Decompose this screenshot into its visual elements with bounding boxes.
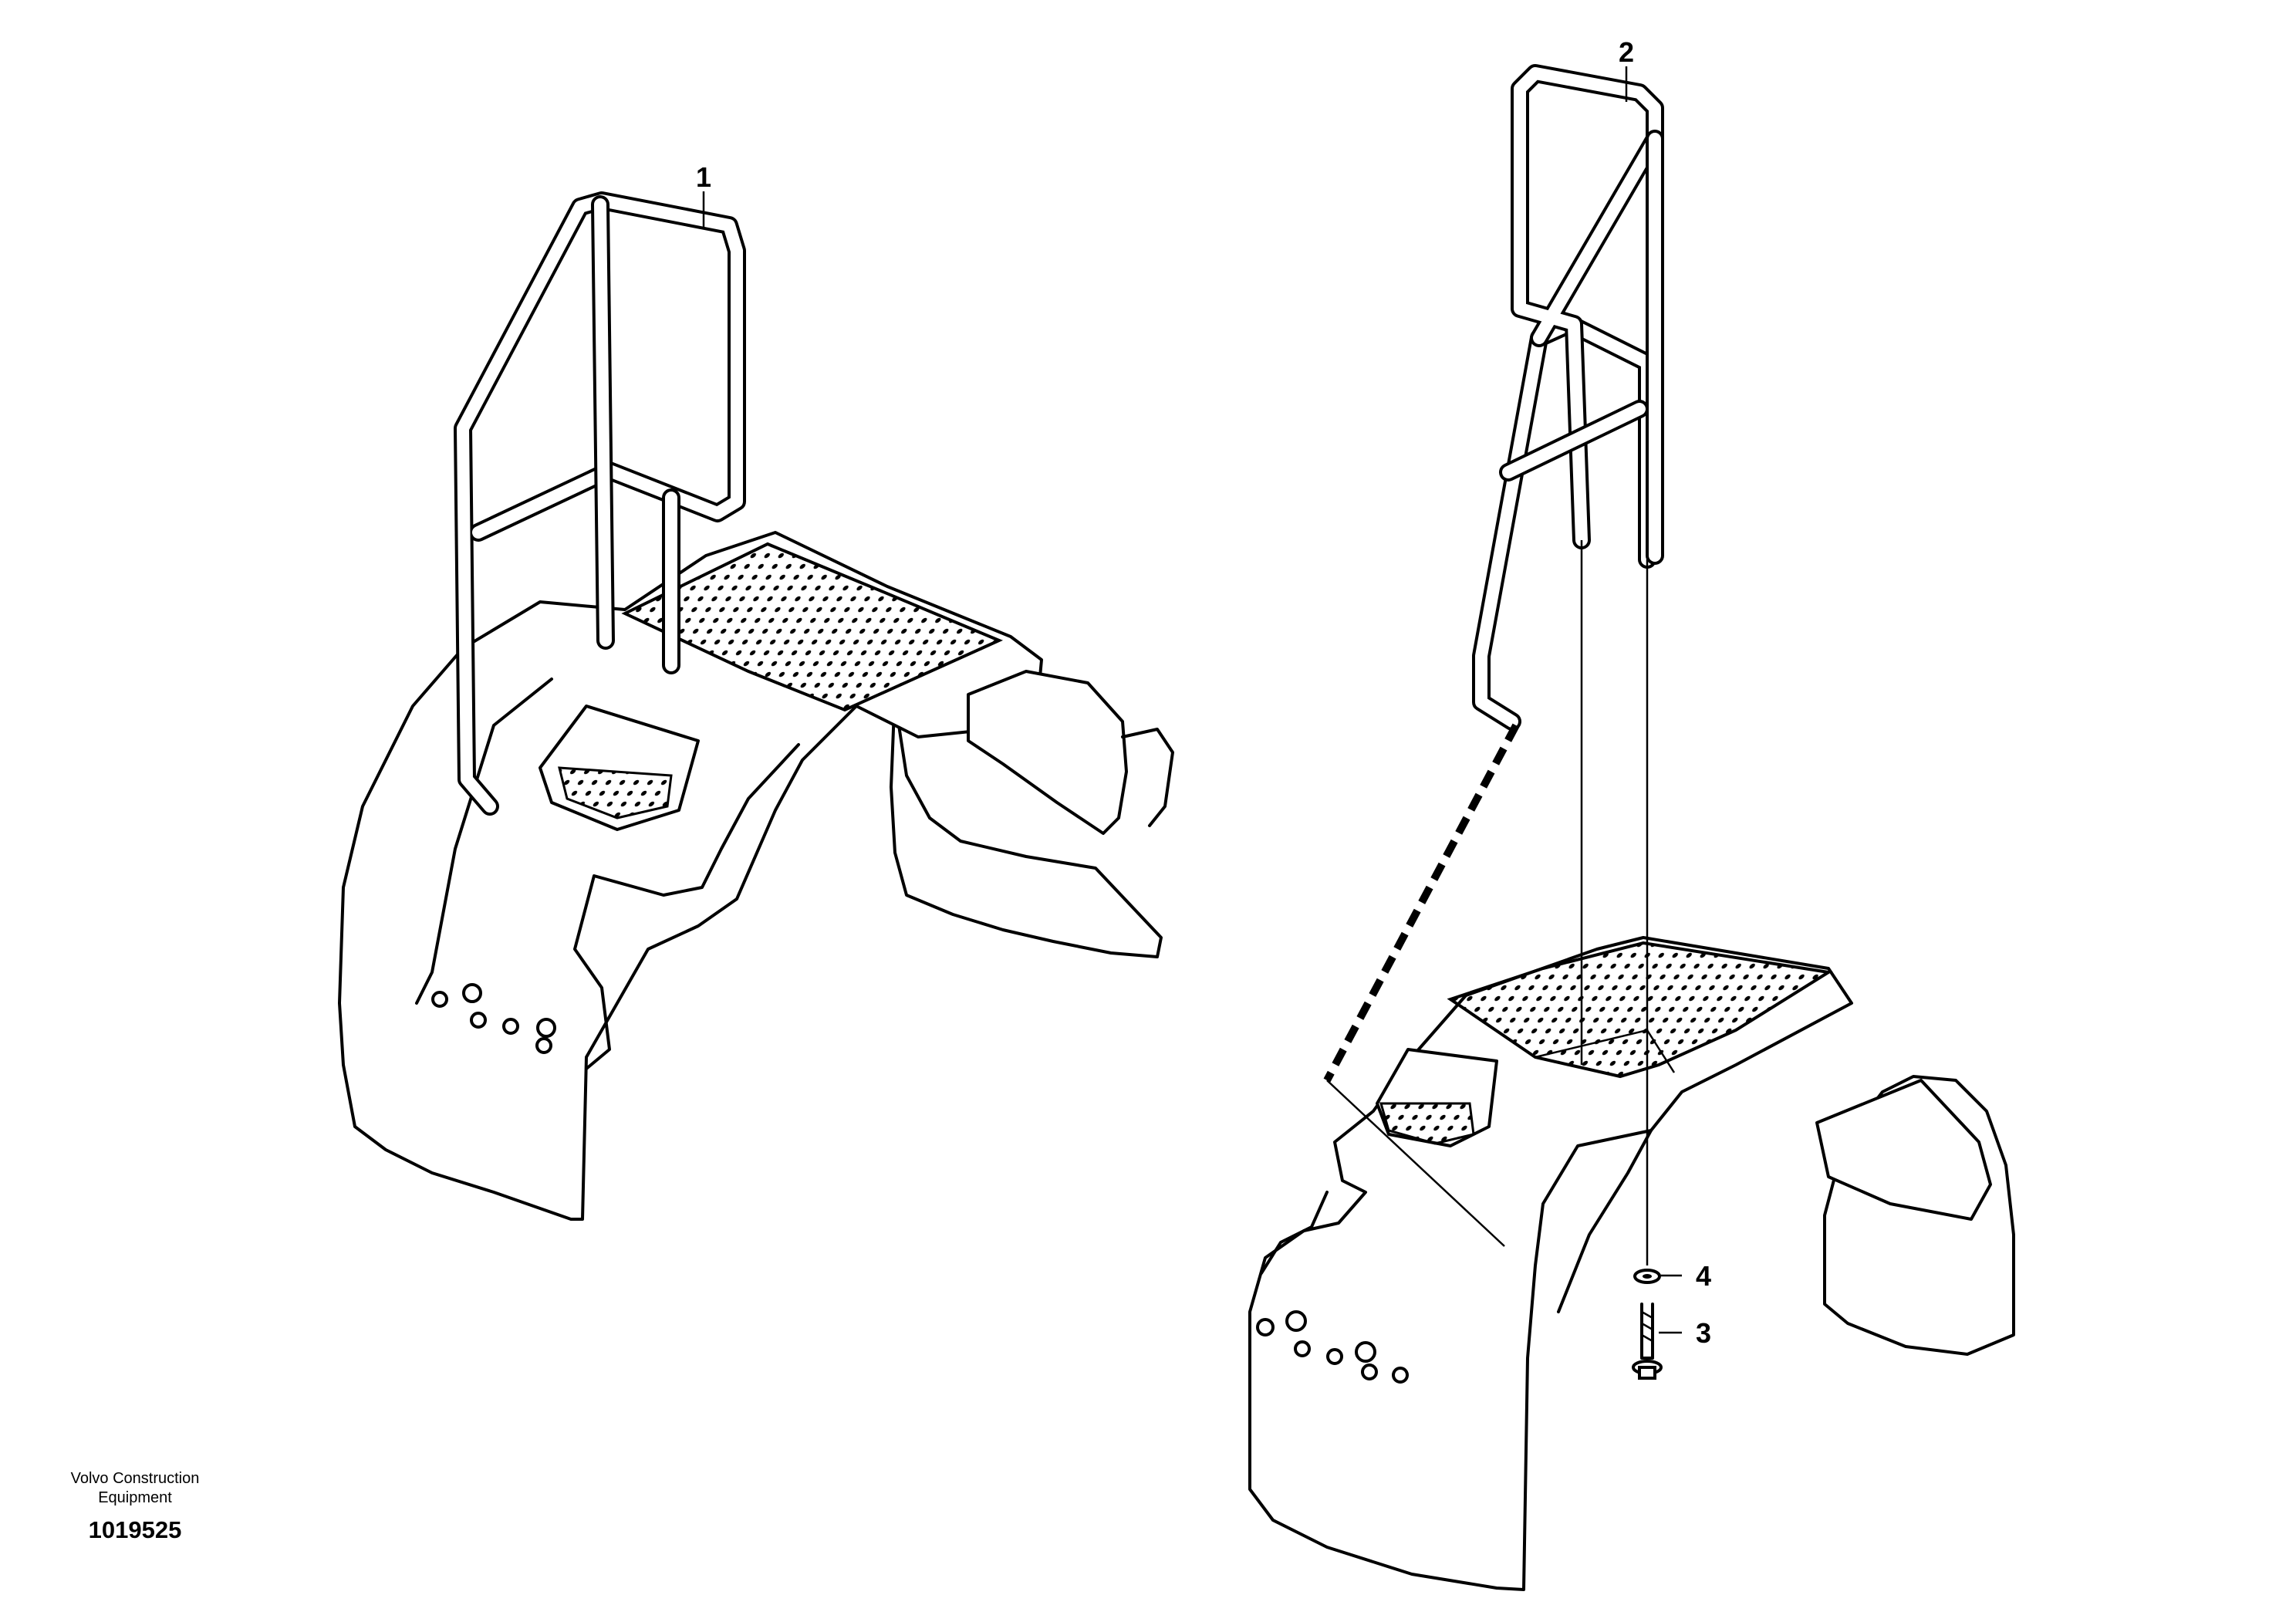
drawing-number: 1019525 [88, 1516, 182, 1543]
bolt-row-left [431, 983, 556, 1054]
brand-name-line1: Volvo Construction [70, 1470, 200, 1487]
brand-name-line2: Equipment [98, 1489, 172, 1506]
washer [1633, 1269, 1661, 1284]
fender-assembly-left [338, 531, 1174, 1221]
flange-screw [1632, 1303, 1663, 1380]
callout-1: 1 [696, 161, 711, 193]
callout-leaders [702, 66, 1682, 1334]
callout-3: 3 [1696, 1317, 1711, 1349]
callout-2: 2 [1619, 36, 1634, 68]
handrail-1 [454, 191, 746, 816]
assembly-lines [1323, 540, 1649, 1265]
handrail-2 [1472, 64, 1664, 731]
bolt-row-right [1256, 1310, 1409, 1384]
fender-assembly-right [1248, 936, 2015, 1591]
callout-4: 4 [1696, 1260, 1711, 1292]
